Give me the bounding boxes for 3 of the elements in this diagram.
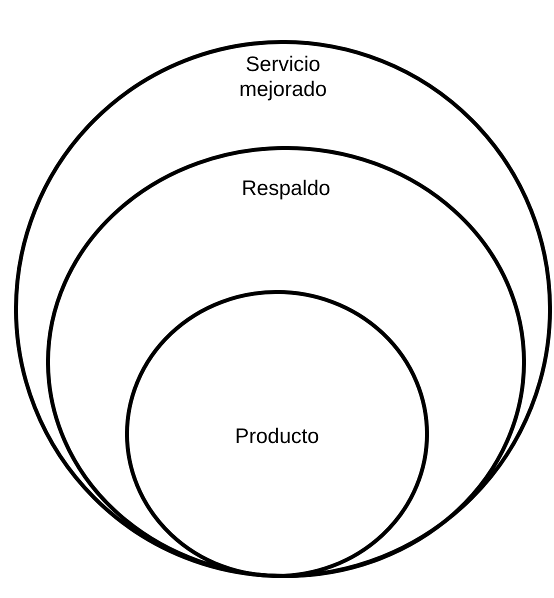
circle-label: Producto [234,424,320,449]
circle-label: Respaldo [242,176,330,201]
circle-label: Servicio mejorado [238,52,328,102]
